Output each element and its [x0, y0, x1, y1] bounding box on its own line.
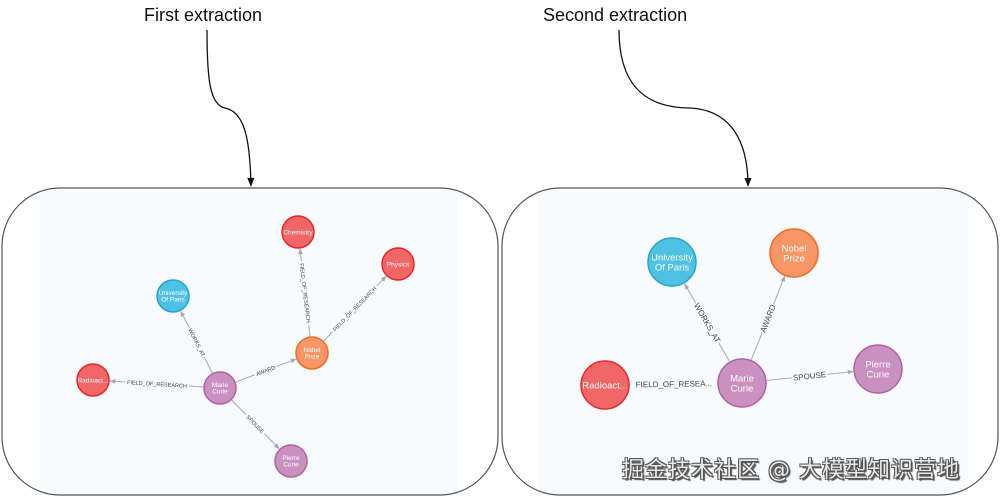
- edge-arrow: [827, 369, 854, 375]
- edge-arrow: [376, 275, 387, 287]
- edge-arrow: [180, 310, 190, 328]
- node-circle: [580, 360, 630, 410]
- node-label: Chemistry: [283, 229, 313, 236]
- node-circle: [295, 336, 329, 370]
- graph-background-second: [538, 190, 968, 495]
- node-circle: [647, 237, 697, 287]
- node-label: Curie: [867, 369, 890, 380]
- node-radio[interactable]: Radioact...: [76, 363, 110, 397]
- node-circle: [76, 363, 110, 397]
- edge-arrow: [684, 283, 697, 304]
- panel-first: [1, 187, 499, 496]
- edge-line: [234, 374, 255, 383]
- node-label: Physics: [387, 261, 410, 268]
- edge-field-of-research-radio[interactable]: FIELD_OF_RESEARCH: [109, 379, 205, 390]
- node-label: Radioact...: [77, 377, 108, 384]
- edge-line: [765, 377, 792, 382]
- callout-arrow-second: [618, 29, 752, 187]
- title-second-extraction: Second extraction: [543, 5, 688, 25]
- edge-field-of-resea--radio[interactable]: FIELD_OF_RESEA...: [624, 379, 720, 389]
- node-label: Of Paris: [161, 297, 185, 304]
- node-circle: [156, 279, 190, 313]
- edge-label: FIELD_OF_RESEA...: [636, 379, 713, 389]
- node-label: Nobel: [304, 347, 322, 354]
- panel-frame-second: [501, 187, 999, 496]
- node-label: Prize: [783, 253, 805, 264]
- edge-arrow: [264, 433, 280, 450]
- node-label: Prize: [305, 354, 320, 361]
- edge-line: [750, 332, 763, 361]
- edge-arrow: [109, 379, 126, 384]
- node-chem[interactable]: Chemistry: [281, 215, 315, 249]
- node-label: Nobel: [782, 243, 807, 254]
- edge-line: [188, 385, 205, 388]
- panel-frame-first: [1, 187, 499, 496]
- node-label: Pierre: [865, 359, 890, 370]
- node-circle: [381, 247, 415, 281]
- node-circle: [769, 228, 819, 278]
- edge-line: [230, 399, 247, 416]
- edge-spouse-pierre[interactable]: SPOUSE: [765, 369, 854, 383]
- edge-label: SPOUSE: [792, 370, 826, 382]
- edge-label: FIELD_OF_RESEARCH: [127, 380, 187, 390]
- node-label: Of Paris: [655, 262, 690, 273]
- edge-line: [322, 331, 333, 342]
- node-label: Pierre: [282, 455, 300, 462]
- node-label: University: [651, 252, 693, 263]
- edge-arrow: [773, 275, 786, 305]
- node-circle: [853, 344, 903, 394]
- edge-line: [203, 357, 214, 374]
- node-radio[interactable]: Radioact...: [580, 360, 630, 410]
- node-circle: [717, 358, 767, 408]
- node-label: Radioact...: [582, 380, 627, 391]
- watermark: 掘金技术社区 @ 大模型知识营地: [622, 458, 960, 483]
- node-circle: [281, 215, 315, 249]
- edge-line: [718, 342, 731, 363]
- edge-line: [308, 324, 311, 338]
- node-label: Marie: [730, 373, 754, 384]
- node-phys[interactable]: Physics: [381, 247, 415, 281]
- node-label: University: [159, 290, 188, 297]
- node-label: Curie: [212, 389, 228, 396]
- callout-arrow-first: [206, 29, 255, 187]
- panel-second: [501, 187, 999, 496]
- node-label: Curie: [731, 383, 754, 394]
- graph-background-first: [40, 190, 458, 495]
- node-label: Marie: [212, 382, 229, 389]
- node-label: Curie: [283, 462, 299, 469]
- node-circle: [203, 371, 237, 405]
- node-circle: [274, 444, 308, 478]
- edge-arrow: [298, 248, 303, 262]
- edge-arrow: [276, 358, 297, 368]
- title-first-extraction: First extraction: [144, 5, 263, 25]
